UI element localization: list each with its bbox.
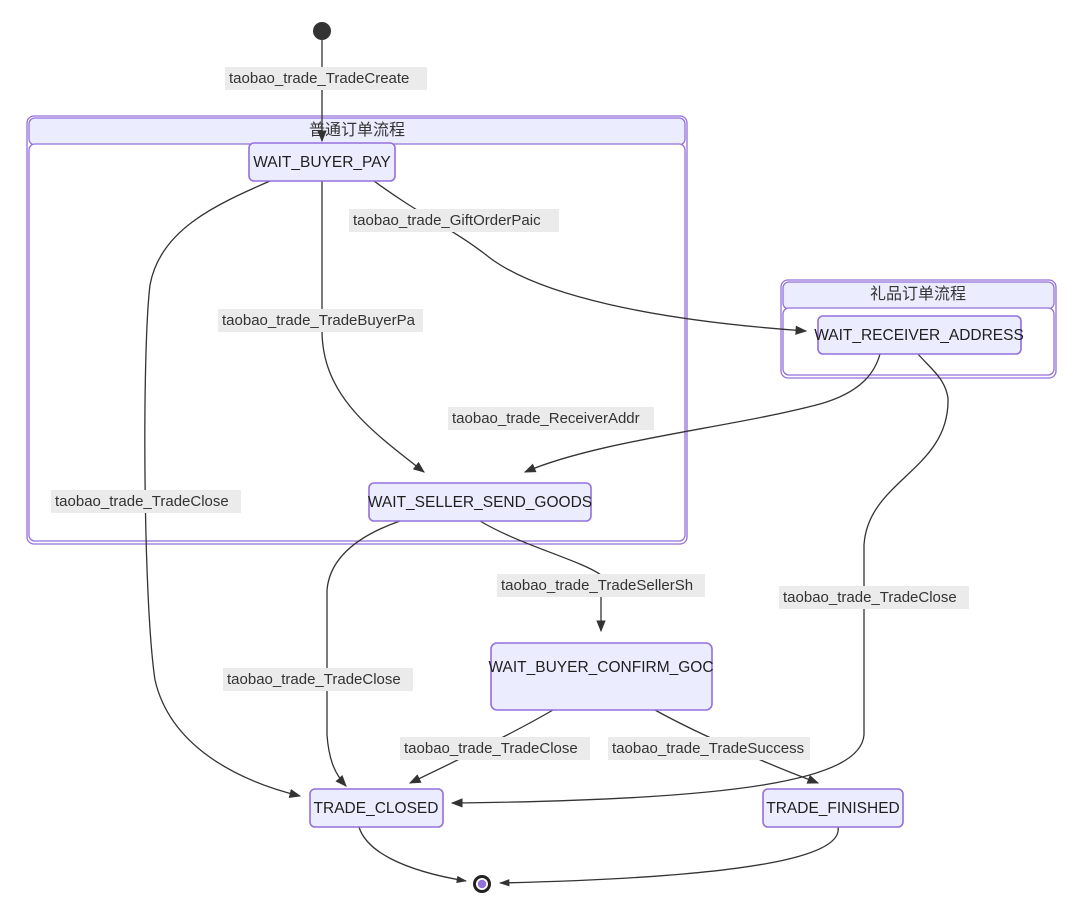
state-node-wait-buyer-pay[interactable]: WAIT_BUYER_PAY	[248, 142, 396, 182]
state-node-wait-receiver-address[interactable]: WAIT_RECEIVER_ADDRESS	[814, 315, 1024, 355]
cluster-normal-flow-title: 普通订单流程	[309, 121, 405, 139]
edge-label-bg-trade-close-mid	[223, 668, 413, 691]
edge-trade-closed-to-end	[358, 826, 468, 884]
edge-receiver-address-to-trade-closed	[450, 353, 949, 808]
edge-label-trade-seller-ship: taobao_trade_TradeSellerSh	[497, 574, 705, 597]
edge-label-text-trade-close-right: taobao_trade_TradeClose	[783, 589, 957, 606]
edge-label-trade-close-left: taobao_trade_TradeClose	[51, 490, 241, 513]
edge-receiver-address-to-seller-send-goods	[523, 353, 881, 473]
edge-label-text-trade-close-left: taobao_trade_TradeClose	[55, 493, 229, 510]
edge-label-bg-trade-close-right	[779, 586, 969, 609]
state-box-trade-closed[interactable]	[309, 788, 444, 828]
edge-label-trade-close-confirm: taobao_trade_TradeClose	[400, 737, 590, 760]
edge-label-text-trade-seller-ship: taobao_trade_TradeSellerSh	[501, 577, 693, 594]
edge-label-bg-trade-create	[225, 67, 427, 90]
edge-label-text-trade-success: taobao_trade_TradeSuccess	[612, 740, 804, 757]
edge-label-text-trade-buyer-pay: taobao_trade_TradeBuyerPa	[222, 312, 416, 329]
state-label-wait-seller-send-goods: WAIT_SELLER_SEND_GOODS	[368, 494, 592, 511]
edge-trade-finished-to-end	[498, 826, 839, 887]
start-state-node	[313, 22, 331, 40]
cluster-gift-flow-title: 礼品订单流程	[870, 285, 966, 303]
state-box-trade-finished[interactable]	[762, 788, 904, 828]
edge-label-bg-receiver-addr	[448, 407, 654, 430]
edge-label-text-gift-order-paid: taobao_trade_GiftOrderPaic	[353, 212, 541, 229]
state-label-trade-closed: TRADE_CLOSED	[314, 800, 439, 817]
state-box-wait-buyer-pay[interactable]	[248, 142, 396, 182]
cluster-normal-flow: 普通订单流程	[26, 115, 688, 545]
edge-label-text-trade-create: taobao_trade_TradeCreate	[229, 70, 409, 87]
state-label-wait-buyer-pay: WAIT_BUYER_PAY	[253, 154, 391, 171]
edge-label-trade-close-mid: taobao_trade_TradeClose	[223, 668, 413, 691]
cluster-normal-flow-body	[28, 143, 686, 542]
edge-label-bg-trade-seller-ship	[497, 574, 705, 597]
state-node-trade-finished[interactable]: TRADE_FINISHED	[762, 788, 904, 828]
edge-label-text-trade-close-mid: taobao_trade_TradeClose	[227, 671, 401, 688]
end-state-node	[473, 875, 491, 893]
edge-label-bg-trade-close-left	[51, 490, 241, 513]
edge-label-trade-success: taobao_trade_TradeSuccess	[608, 737, 810, 760]
end-state-core	[477, 879, 487, 889]
state-node-wait-seller-send-goods[interactable]: WAIT_SELLER_SEND_GOODS	[368, 482, 592, 522]
state-box-wait-seller-send-goods[interactable]	[368, 482, 592, 522]
edge-pay-to-seller-send-goods	[321, 181, 425, 473]
cluster-normal-flow-outline	[26, 115, 688, 545]
state-box-wait-buyer-confirm-goc[interactable]	[490, 642, 713, 711]
edge-label-bg-trade-close-confirm	[400, 737, 590, 760]
state-label-trade-finished: TRADE_FINISHED	[766, 800, 900, 817]
state-box-wait-receiver-address[interactable]	[817, 315, 1022, 355]
state-node-wait-buyer-confirm-goc[interactable]: WAIT_BUYER_CONFIRM_GOC	[488, 642, 714, 711]
edge-label-gift-order-paid: taobao_trade_GiftOrderPaic	[349, 209, 559, 232]
edge-seller-send-goods-to-buyer-confirm	[479, 520, 606, 633]
edge-label-trade-buyer-pay: taobao_trade_TradeBuyerPa	[218, 309, 423, 332]
edge-label-bg-trade-success	[608, 737, 810, 760]
state-label-wait-buyer-confirm-goc: WAIT_BUYER_CONFIRM_GOC	[488, 659, 713, 676]
edge-label-bg-trade-buyer-pay	[218, 309, 423, 332]
edge-label-text-trade-close-confirm: taobao_trade_TradeClose	[404, 740, 578, 757]
state-label-wait-receiver-address: WAIT_RECEIVER_ADDRESS	[814, 327, 1024, 344]
edge-label-trade-create: taobao_trade_TradeCreate	[225, 67, 427, 90]
edge-seller-send-goods-to-trade-closed	[326, 520, 401, 787]
edge-label-receiver-addr: taobao_trade_ReceiverAddr	[448, 407, 654, 430]
edge-label-bg-gift-order-paid	[349, 209, 559, 232]
state-node-trade-closed[interactable]: TRADE_CLOSED	[309, 788, 444, 828]
edge-label-text-receiver-addr: taobao_trade_ReceiverAddr	[452, 410, 640, 427]
edge-pay-to-trade-closed	[144, 180, 302, 799]
edge-label-trade-close-right: taobao_trade_TradeClose	[779, 586, 969, 609]
